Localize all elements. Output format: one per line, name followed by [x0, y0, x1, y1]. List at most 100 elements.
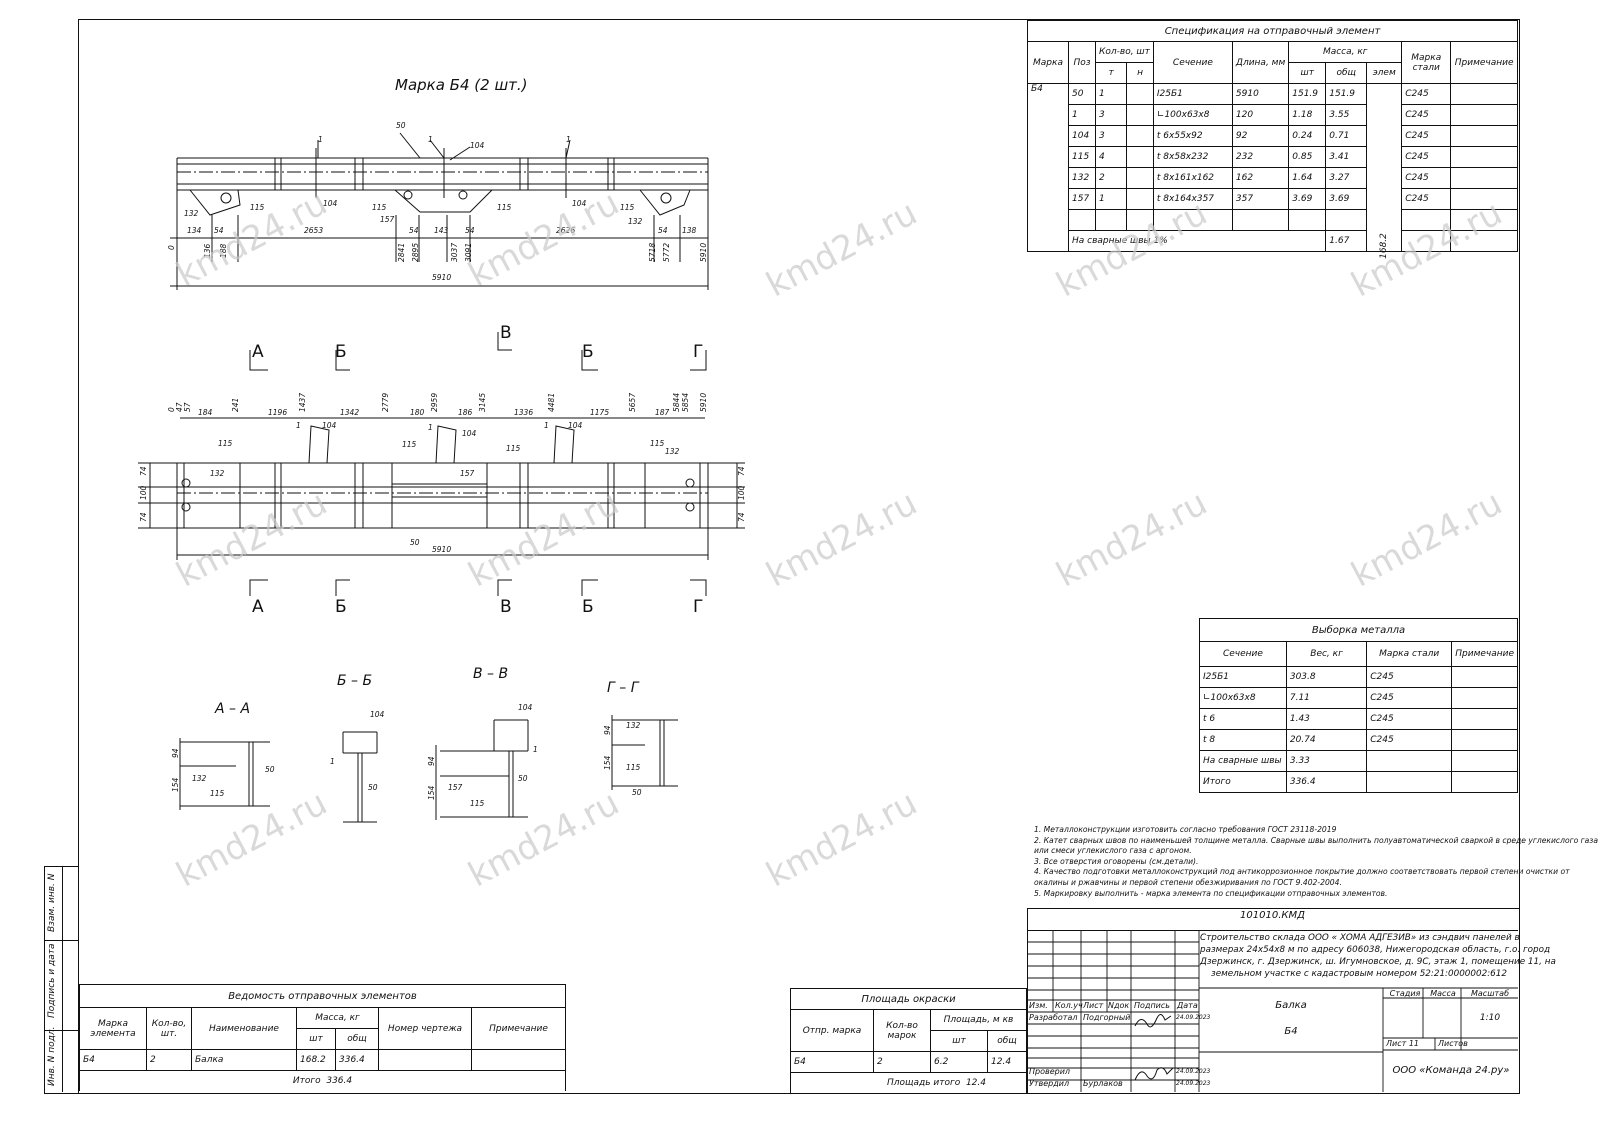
spec-stal: С245 [1401, 125, 1452, 147]
spec-stal: С245 [1401, 83, 1452, 105]
ved-sht: 168.2 [296, 1049, 336, 1071]
note-line: окалины и ржавчины и первой степени обез… [1034, 877, 1342, 887]
section-title-gg: Г – Г [607, 680, 640, 696]
pos-115-elev-a: 115 [250, 203, 265, 212]
plan-pos-1a: 1 [296, 421, 301, 430]
spec-obsh: 3.69 [1325, 188, 1368, 210]
dim-v5718: 5718 [648, 243, 657, 262]
sec-vv-157: 157 [448, 783, 463, 792]
plan-pos-50: 50 [410, 538, 420, 547]
metal-stal: С245 [1366, 666, 1453, 688]
stamp-col-izm: Изм. [1029, 1001, 1048, 1010]
spec-prim [1450, 167, 1518, 189]
ved-h-kol: Кол-во, шт. [146, 1007, 192, 1050]
spec-h-dlina: Длина, мм [1231, 41, 1290, 84]
dim-2626: 2626 [556, 226, 575, 235]
pos-104-elev-b: 104 [323, 199, 338, 208]
plan-dim-184a: 184 [198, 408, 213, 417]
spec-h-sht: шт [1288, 62, 1327, 84]
side-line-1 [44, 940, 78, 941]
sec-mark-v-bot: В [500, 597, 512, 617]
spec-h-elem: элем [1366, 62, 1403, 84]
spec-n [1126, 83, 1154, 105]
spec-sech: ∟100x63x8 [1152, 104, 1233, 126]
spec-poz: 132 [1068, 167, 1096, 189]
spec-h-t: т [1094, 62, 1128, 84]
pos-50-elev: 50 [396, 121, 406, 130]
spec-stal: С245 [1401, 104, 1452, 126]
spec-poz: 1 [1068, 104, 1096, 126]
stamp-listov: Листов [1438, 1039, 1468, 1048]
metal-sech: Итого [1199, 771, 1287, 793]
ved-itogo-value: 336.4 [326, 1076, 353, 1086]
metal-ves: 303.8 [1285, 666, 1368, 688]
section-title-aa: А – А [214, 701, 250, 717]
spec-dlina: 92 [1231, 125, 1290, 147]
spec-welds-label: На сварные швы 1% [1067, 230, 1327, 252]
sec-vv-1: 1 [533, 745, 538, 754]
stamp-name-1: Балка [1275, 1000, 1307, 1011]
spec-h-marka: Марка [1027, 41, 1069, 84]
plan-v2779: 2779 [381, 393, 390, 412]
side-line-2 [44, 1030, 78, 1031]
stamp-utverdil: Утвердил [1029, 1079, 1070, 1088]
spec-dlina: 5910 [1231, 83, 1290, 105]
sec-vv-115: 115 [470, 799, 485, 808]
metal-sech: На сварные швы [1199, 750, 1287, 772]
stamp-project-line: размерах 24х54х8 м по адресу 606038, Ниж… [1200, 945, 1551, 955]
spec-dlina: 162 [1231, 167, 1290, 189]
spec-prim [1450, 104, 1518, 126]
spec-sech: t 8x161x162 [1152, 167, 1233, 189]
ved-h-naim: Наименование [191, 1007, 297, 1050]
spec-sech: t 6x55x92 [1152, 125, 1233, 147]
okraska-table: Площадь окраски Отпр. марка Кол-во марок… [790, 988, 1027, 1093]
spec-n [1126, 167, 1154, 189]
metal-stal [1366, 771, 1453, 793]
okr-h-pl: Площадь, м кв [930, 1009, 1027, 1031]
spec-stal: С245 [1401, 188, 1452, 210]
ved-itogo-row: Итого 336.4 [79, 1070, 566, 1091]
ved-kol: 2 [146, 1049, 192, 1071]
plan-v5844: 5844 [672, 393, 681, 412]
spec-stal: С245 [1401, 146, 1452, 168]
spec-sht: 1.18 [1288, 104, 1327, 126]
spec-h-sech: Сечение [1152, 41, 1233, 84]
stamp-date-2: 24.09.2023 [1176, 1068, 1211, 1075]
plan-pos-157: 157 [460, 469, 475, 478]
okr-sht: 6.2 [930, 1051, 988, 1073]
okr-itogo-label: Площадь итого [886, 1078, 961, 1088]
spec-n [1126, 188, 1154, 210]
note-line: 4. Качество подготовки металлоконструкци… [1034, 867, 1570, 877]
spec-t: 4 [1094, 146, 1128, 168]
ved-h-nomer: Номер чертежа [378, 1007, 472, 1050]
plan-side-74a: 74 [139, 466, 148, 476]
plan-v57: 57 [183, 402, 192, 412]
stamp-utverdil-name: Бурлаков [1083, 1079, 1123, 1088]
signature-1 [1134, 1014, 1172, 1028]
stamp-project: Строительство склада ООО « ХОМА АДГЕЗИВ»… [1200, 932, 1556, 980]
okr-h-sht: шт [930, 1030, 988, 1052]
spec-n [1126, 146, 1154, 168]
sec-vv-94: 94 [427, 756, 436, 766]
pos-1-elev-c: 1 [566, 135, 571, 144]
ved-title: Ведомость отправочных элементов [79, 984, 566, 1008]
sec-gg-115: 115 [626, 763, 641, 772]
plan-pos-115c: 115 [506, 444, 521, 453]
plan-dim-187: 187 [655, 408, 670, 417]
dim-54b: 54 [409, 226, 419, 235]
plan-pos-115d: 115 [650, 439, 665, 448]
metal-stal: С245 [1366, 687, 1453, 709]
spec-t: 3 [1094, 104, 1128, 126]
plan-dim-186: 186 [458, 408, 473, 417]
metal-stal: С245 [1366, 729, 1453, 751]
spec-sht: 3.69 [1288, 188, 1327, 210]
dim-v188: 188 [219, 243, 228, 258]
plan-v5854: 5854 [681, 393, 690, 412]
plan-dim-1175: 1175 [590, 408, 609, 417]
ved-marka: Б4 [79, 1049, 147, 1071]
spec-t: 1 [1094, 83, 1128, 105]
plan-dim-1196: 1196 [268, 408, 287, 417]
